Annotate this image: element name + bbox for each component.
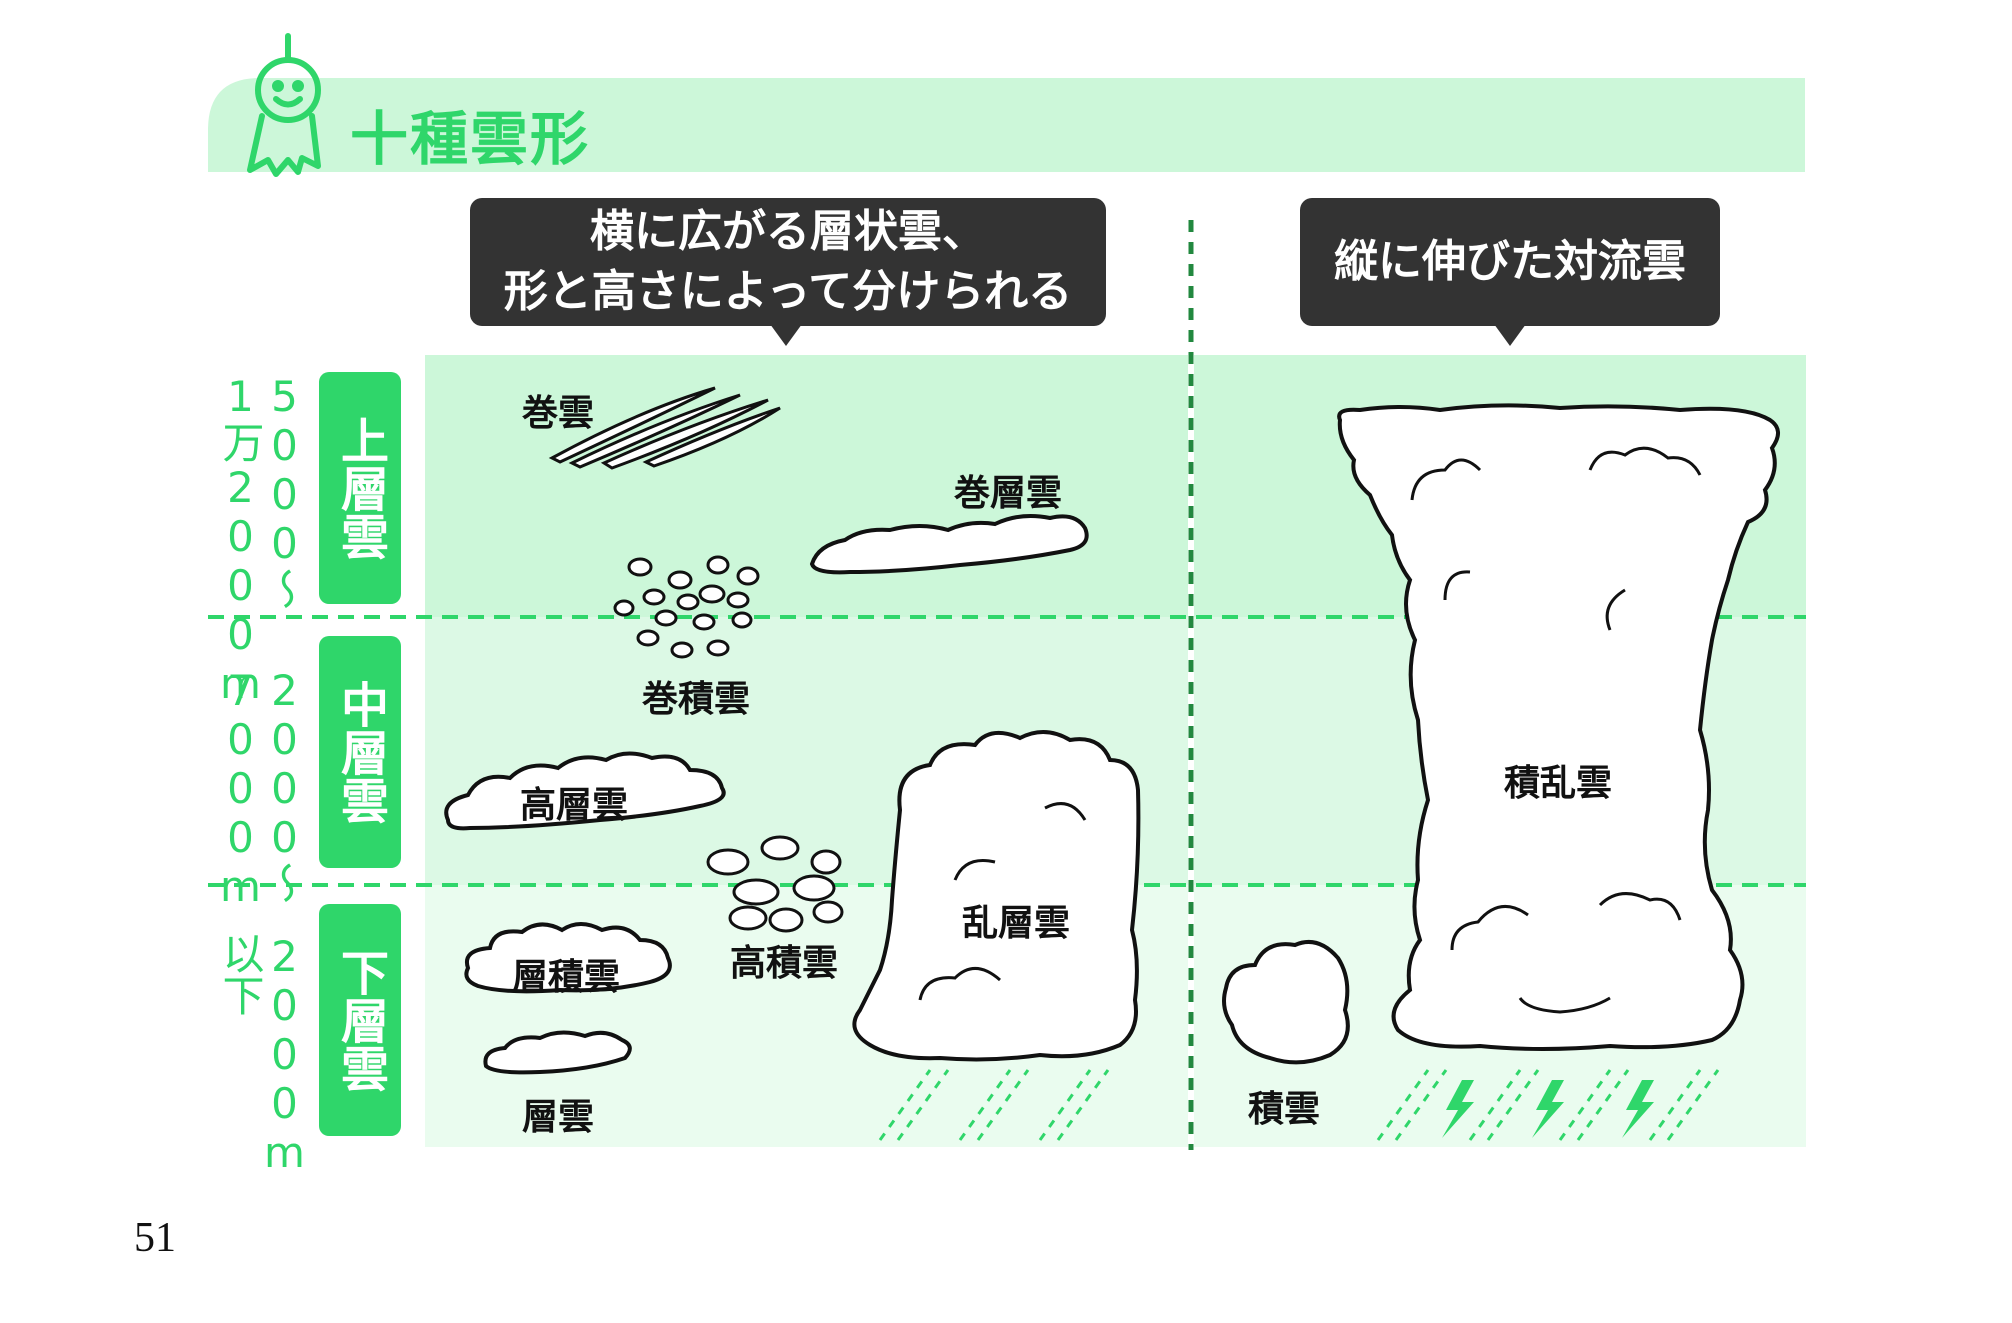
cirrocumulus-shape xyxy=(613,555,760,659)
label-cumulonimbus: 積乱雲 xyxy=(1504,763,1613,804)
tier-label-upper: 上層雲 xyxy=(319,372,401,604)
label-altocumulus: 高積雲 xyxy=(730,943,839,984)
nimbostratus-shape xyxy=(852,730,1141,1062)
stratocumulus-shape xyxy=(464,922,672,994)
cumulus-shape xyxy=(1222,940,1350,1065)
cumulonimbus-shape xyxy=(1337,403,1780,1051)
callout-convective-text: 縦に伸びた対流雲 xyxy=(1334,236,1686,287)
callout-stratiform-line-1: 横に広がる層状雲、 xyxy=(590,206,986,257)
callout-stratiform-line-2: 形と高さによって分けられる xyxy=(503,266,1073,317)
altitude-middle-col2: 7000m xyxy=(216,666,265,911)
label-altostratus: 高層雲 xyxy=(520,785,629,826)
label-stratus: 層雲 xyxy=(522,1097,595,1138)
title-banner xyxy=(208,78,1805,172)
stratus-shape xyxy=(483,1030,632,1075)
label-cirrocumulus: 巻積雲 xyxy=(642,679,751,720)
band-upper-left xyxy=(425,355,1188,617)
altostratus-shape xyxy=(444,751,726,831)
tier-label-lower: 下層雲 xyxy=(319,904,401,1136)
altitude-lower-col2: 以下 xyxy=(216,932,265,1016)
lightning-icon xyxy=(1442,1080,1654,1138)
altocumulus-shape xyxy=(706,835,844,933)
altitude-middle-col1: 2000〜 xyxy=(260,666,309,904)
callout-stratiform: 横に広がる層状雲、 形と高さによって分けられる xyxy=(470,198,1106,346)
cirrus-shape xyxy=(548,386,781,470)
cirrostratus-shape xyxy=(809,514,1089,575)
label-nimbostratus: 乱層雲 xyxy=(962,903,1071,944)
label-cumulus: 積雲 xyxy=(1248,1089,1321,1130)
label-cirrus: 巻雲 xyxy=(522,393,595,434)
cumulonimbus-rain xyxy=(1376,1069,1720,1141)
altitude-upper-col2: 1万2000m xyxy=(216,372,265,708)
nimbostratus-rain xyxy=(878,1069,1110,1141)
altitude-upper-col1: 5000〜 xyxy=(260,372,309,610)
tier-label-middle: 中層雲 xyxy=(319,636,401,868)
label-stratocumulus: 層積雲 xyxy=(512,957,621,998)
altitude-lower-col1: 2000m xyxy=(260,932,309,1177)
mascot-icon xyxy=(247,33,321,177)
page-number: 51 xyxy=(134,1215,176,1261)
callout-convective: 縦に伸びた対流雲 xyxy=(1300,198,1720,346)
page-title: 十種雲形 xyxy=(350,105,591,173)
label-cirrostratus: 巻層雲 xyxy=(954,473,1063,514)
